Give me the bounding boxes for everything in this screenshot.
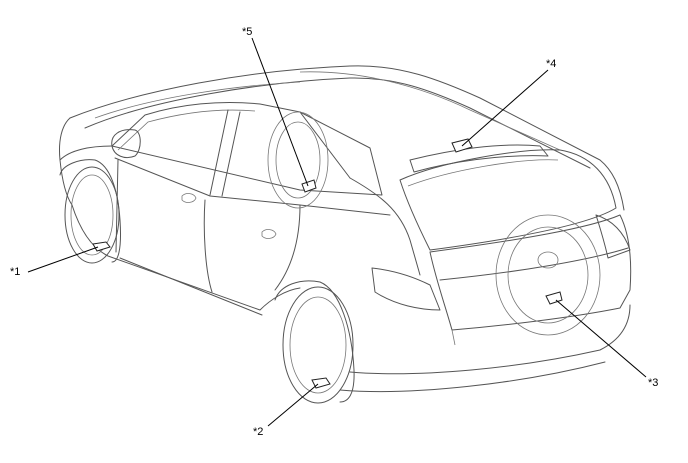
sensor-rear-right [545,291,563,305]
leader-line-3 [555,299,647,378]
callout-label-5: *5 [242,26,253,38]
callout-label-1: *1 [10,266,21,278]
leader-line-5 [251,37,309,187]
callout-label-2: *2 [253,426,264,438]
leader-line-2 [267,383,319,427]
sensor-front-left [92,241,111,252]
sensor-front-right [301,179,317,193]
sensor-components [92,138,563,389]
callout-label-3: *3 [648,377,659,389]
leader-lines [27,37,647,427]
leader-line-1 [27,246,99,273]
leader-line-4 [461,69,549,147]
vehicle-outline [59,65,632,404]
callout-label-4: *4 [546,58,557,70]
